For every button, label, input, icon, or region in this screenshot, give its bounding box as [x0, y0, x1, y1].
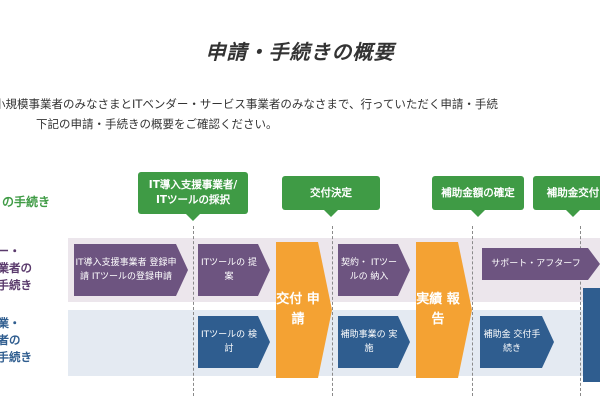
step-it-tool-review: ITツールの 検討	[198, 316, 270, 368]
milestone-callout-grant-decision: 交付決定	[282, 176, 380, 217]
user-row-label: 企業・ 業者の の手続き	[0, 315, 56, 366]
vendor-row-label-line: 事業者の	[0, 261, 32, 275]
step-label: ITツールの 検討	[200, 330, 257, 354]
milestone-label: 補助金交付	[546, 186, 600, 199]
milestone-callout-grant-payment: 補助金交付	[533, 176, 600, 217]
vendor-row-label: ダー・ 事業者の の手続き	[0, 243, 56, 294]
step-grant-application: 交付 申請	[276, 242, 332, 378]
milestone-divider	[580, 226, 581, 396]
user-row-label-line: 企業・	[0, 316, 21, 330]
step-project-execution: 補助事業の 実施	[338, 316, 410, 368]
step-label: 実績 報告	[416, 292, 460, 327]
step-label: ITツールの 提案	[200, 258, 257, 282]
step-label: 交付 申請	[276, 292, 320, 327]
step-results-report: 実績 報告	[416, 242, 472, 378]
milestone-label: 補助金額の確定	[441, 186, 515, 199]
step-it-tool-proposal: ITツールの 提案	[198, 244, 270, 296]
page-title: 申請・手続きの概要	[205, 40, 395, 64]
user-row-label-line: の手続き	[0, 350, 32, 364]
milestone-callout-amount-confirmed: 補助金額の確定	[432, 176, 524, 217]
step-label: 補助事業の 実施	[340, 330, 398, 354]
milestone-divider	[472, 226, 473, 396]
grant-payment-block	[583, 288, 600, 382]
milestone-callout-adoption: IT導入支援事業者/ ITツールの採択	[138, 172, 248, 221]
milestone-label: IT導入支援事業者/ ITツールの採択	[148, 179, 238, 206]
intro-text-line1: 小規模事業者のみなさまとITベンダー・サービス事業者のみなさまで、行っていただく…	[0, 97, 498, 111]
step-label: 補助金 交付手続き	[483, 330, 541, 354]
step-label: IT導入支援事業者 登録申請 ITツールの登録申請	[75, 258, 177, 282]
user-row-label-line: 業者の	[0, 333, 21, 347]
milestone-row-label: の手続き	[2, 195, 51, 209]
intro-text-line2: 下記の申請・手続きの概要をご確認ください。	[36, 117, 278, 131]
step-support-after: サポート・アフターフ	[482, 248, 600, 280]
vendor-row-label-line: の手続き	[0, 278, 32, 292]
step-label: 契約・ ITツールの 納入	[340, 258, 397, 282]
milestone-label: 交付決定	[310, 186, 352, 199]
step-contract-delivery: 契約・ ITツールの 納入	[338, 244, 410, 296]
milestone-divider	[332, 226, 333, 396]
step-vendor-registration: IT導入支援事業者 登録申請 ITツールの登録申請	[74, 244, 188, 296]
milestone-divider	[193, 226, 194, 396]
step-label: サポート・アフターフ	[491, 259, 581, 269]
vendor-row-label-line: ダー・	[0, 244, 21, 258]
step-grant-procedure: 補助金 交付手続き	[480, 316, 554, 368]
